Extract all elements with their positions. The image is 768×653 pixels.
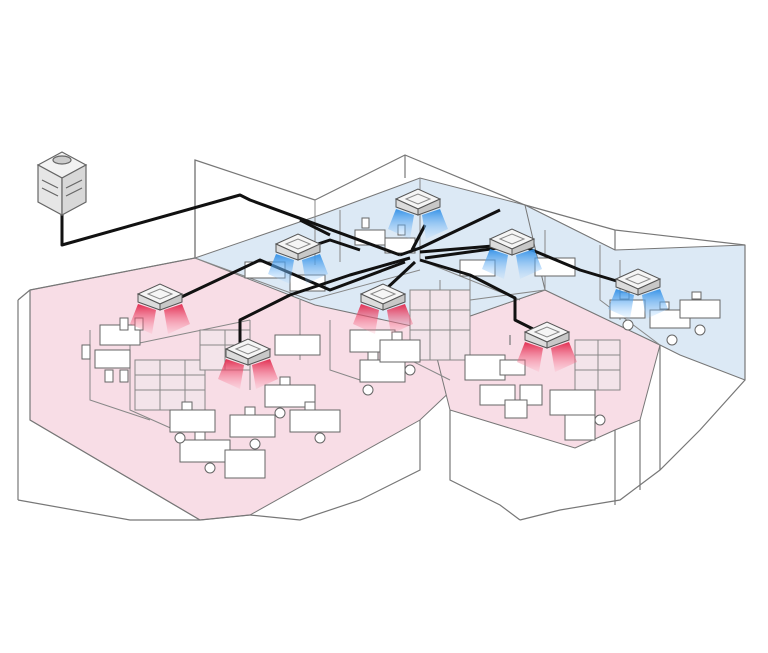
monitor	[304, 401, 316, 411]
branch-pipe	[399, 208, 501, 257]
sofa	[464, 354, 506, 381]
cassette-unit-heating-icon	[517, 321, 577, 372]
chair	[404, 364, 416, 376]
desk	[169, 409, 216, 433]
airflow-right	[516, 249, 542, 279]
unit-side	[511, 238, 535, 256]
airflow-right	[252, 359, 278, 389]
desk	[94, 349, 131, 369]
monitor	[279, 376, 291, 386]
airflow-left	[353, 304, 379, 334]
chair	[594, 414, 606, 426]
unit-grille	[498, 233, 526, 245]
unit-grille	[369, 288, 397, 300]
unit-grille	[234, 343, 262, 355]
cassette-unit-cooling-icon	[608, 268, 668, 319]
cassette-unit-heating-icon	[218, 338, 278, 389]
monitor	[194, 431, 206, 441]
indoor-units	[130, 188, 668, 389]
unit-side	[159, 293, 183, 311]
branch-pipe	[299, 218, 331, 237]
chair	[104, 369, 114, 383]
unit-grille	[146, 288, 174, 300]
chair	[174, 432, 186, 444]
branch-pipe	[424, 243, 631, 287]
desk	[679, 299, 721, 319]
unit-side	[637, 278, 661, 296]
airflow-left	[482, 249, 508, 279]
chair	[314, 432, 326, 444]
cassette-unit-cooling-icon	[482, 228, 542, 279]
desk	[359, 359, 406, 383]
chair	[119, 317, 129, 331]
desk	[274, 334, 321, 356]
branch-pipe	[238, 256, 411, 350]
desk	[289, 409, 341, 433]
airflow-left	[130, 304, 156, 334]
cassette-unit-heating-icon	[353, 283, 413, 334]
airflow-right	[164, 304, 190, 334]
cassette-unit-heating-icon	[130, 283, 190, 334]
armchair	[504, 399, 528, 419]
unit-side	[247, 348, 271, 366]
chair	[81, 344, 91, 360]
airflow-left	[218, 359, 244, 389]
chair	[361, 217, 370, 229]
walls	[17, 154, 746, 521]
branch-pipe	[410, 224, 427, 251]
monitor	[181, 401, 193, 411]
unit-side	[546, 331, 570, 349]
unit-side	[297, 243, 321, 261]
airflow-left	[608, 289, 634, 319]
chair	[362, 384, 374, 396]
chair	[666, 334, 678, 346]
cabinet	[224, 449, 266, 479]
chair	[694, 324, 706, 336]
left-wall	[29, 290, 201, 521]
unit-grille	[533, 326, 561, 338]
monitor	[244, 406, 256, 416]
unit-side	[417, 198, 441, 216]
desk	[179, 439, 231, 463]
branch-pipe	[174, 258, 406, 302]
unit-side	[382, 293, 406, 311]
monitor	[391, 331, 403, 341]
branch-pipe	[419, 258, 546, 337]
chair	[622, 319, 634, 331]
desk	[379, 339, 421, 363]
chair	[204, 462, 216, 474]
chair	[119, 369, 129, 383]
airflow-right	[422, 209, 448, 239]
desk	[229, 414, 276, 438]
airflow-left	[388, 209, 414, 239]
airflow-right	[551, 342, 577, 372]
coffee-table	[499, 359, 526, 376]
airflow-right	[387, 304, 413, 334]
airflow-left	[268, 254, 294, 284]
airflow-right	[302, 254, 328, 284]
cabinet	[564, 414, 596, 441]
desk	[549, 389, 596, 416]
unit-grille	[404, 193, 432, 205]
monitor	[691, 291, 702, 300]
unit-grille	[284, 238, 312, 250]
outdoor-condenser-icon	[36, 151, 88, 217]
monitor	[367, 351, 379, 361]
airflow-left	[517, 342, 543, 372]
cassette-unit-cooling-icon	[388, 188, 448, 239]
chair	[274, 407, 286, 419]
chair	[249, 438, 261, 450]
airflow-right	[642, 289, 668, 319]
unit-grille	[624, 273, 652, 285]
main-pipe	[60, 193, 401, 257]
cassette-unit-cooling-icon	[268, 233, 328, 284]
